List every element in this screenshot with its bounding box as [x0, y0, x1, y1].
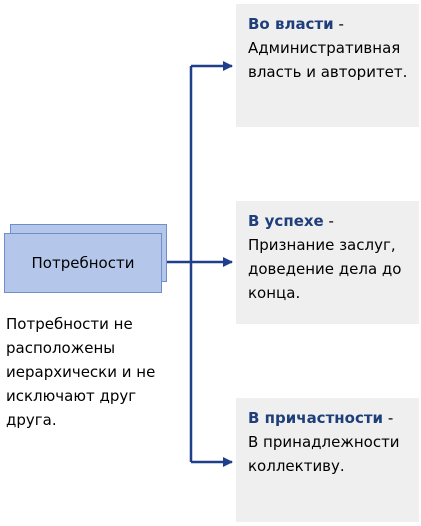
panel-belonging: В причастности - В принадлежности коллек… [236, 398, 419, 522]
panel-success: В успехе - Признание заслуг, доведение д… [236, 201, 419, 324]
source-label: Потребности [31, 254, 135, 272]
panel-separator: - [333, 15, 344, 33]
panel-separator: - [323, 212, 334, 230]
panel-text: Признание заслуг, доведение дела до конц… [248, 236, 402, 302]
panel-text: Административная власть и авторитет. [248, 39, 408, 81]
panel-title: В причастности [248, 409, 384, 427]
panel-title: В успехе [248, 212, 324, 230]
note-text: Потребности не расположены иерархически … [6, 315, 156, 429]
panel-separator: - [383, 409, 394, 427]
panel-power: Во власти - Административная власть и ав… [236, 4, 419, 127]
panel-text: В принадлежности коллективу. [248, 433, 400, 475]
source-box: Потребности [4, 233, 162, 293]
panel-title: Во власти [248, 15, 334, 33]
